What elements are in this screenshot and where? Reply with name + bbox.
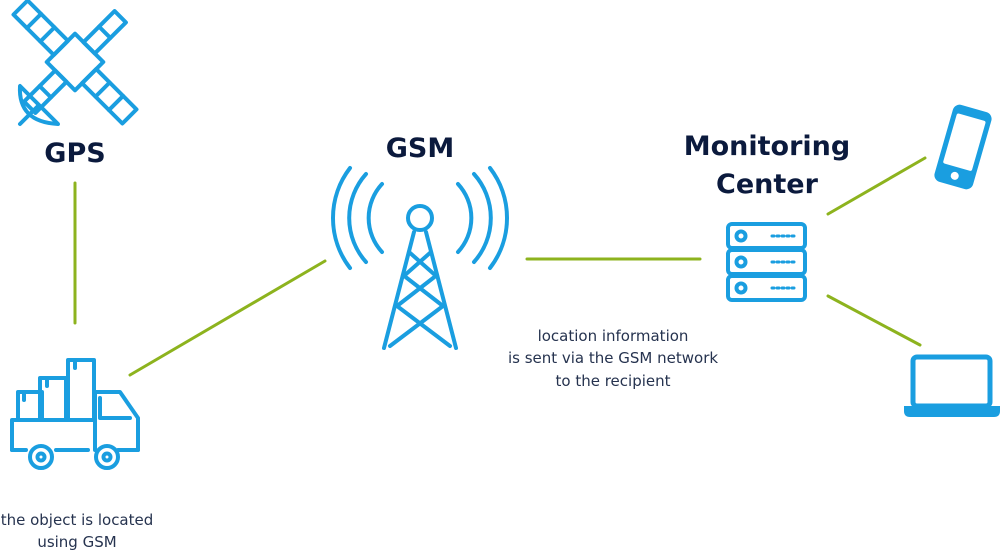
info-caption-line2: is sent via the GSM network bbox=[508, 349, 718, 367]
monitoring-center-label-line1: Monitoring bbox=[684, 131, 850, 162]
info-caption-line3: to the recipient bbox=[556, 372, 671, 390]
delivery-truck-icon bbox=[10, 358, 140, 470]
info-caption-line1: location information bbox=[538, 327, 689, 345]
cell-tower-icon bbox=[331, 166, 509, 350]
object-caption-line1: the object is located bbox=[1, 511, 154, 529]
server-icon bbox=[726, 222, 807, 302]
satellite-icon bbox=[11, 0, 139, 126]
connector-truck-tower bbox=[128, 259, 327, 377]
connector-server-laptop bbox=[826, 294, 922, 347]
gsm-label: GSM bbox=[386, 133, 454, 164]
connector-server-phone bbox=[826, 156, 927, 216]
smartphone-icon bbox=[934, 104, 992, 190]
monitoring-center-label-line2: Center bbox=[716, 169, 819, 200]
laptop-icon bbox=[904, 354, 1000, 417]
connector-lines bbox=[73, 156, 927, 377]
object-caption-line2: using GSM bbox=[37, 533, 116, 551]
gps-label: GPS bbox=[44, 138, 105, 169]
